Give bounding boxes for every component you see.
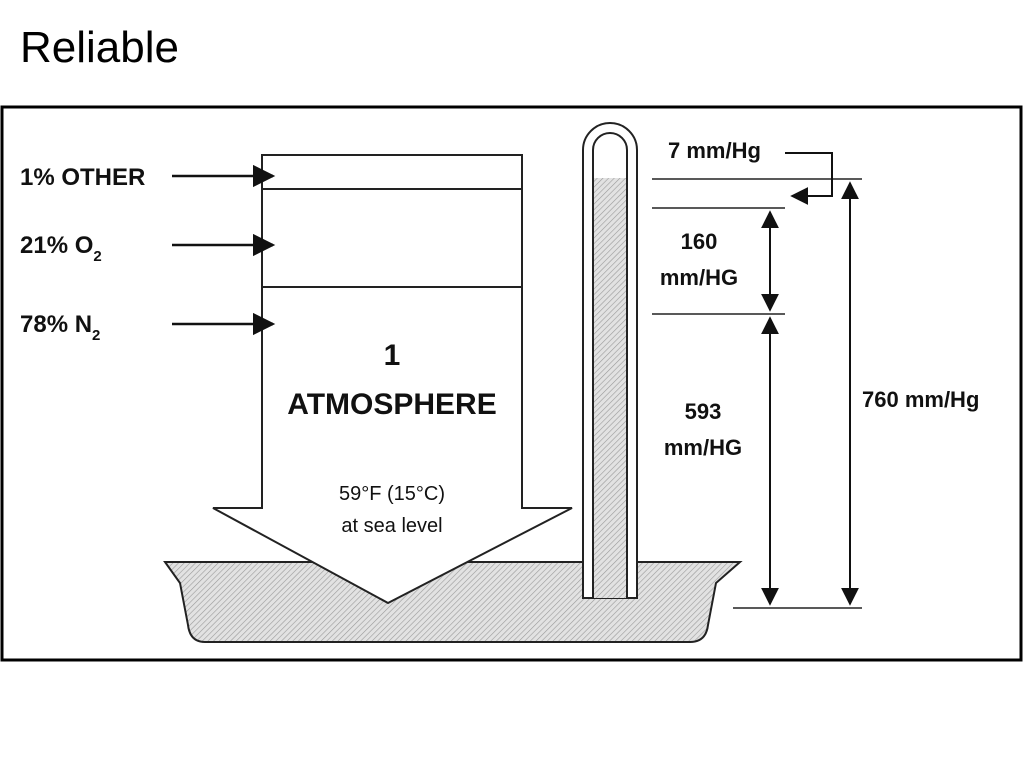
atmosphere-arrow	[212, 154, 573, 605]
pressure-nitrogen-line1: 593	[685, 399, 722, 424]
mercury-dish	[163, 561, 743, 643]
pressure-oxygen-line1: 160	[681, 229, 718, 254]
pressure-total-label: 760 mm/Hg	[862, 387, 979, 412]
barometer-tube-inner	[592, 132, 628, 598]
temperature-line2: at sea level	[341, 515, 442, 537]
other-pressure-leader	[785, 152, 833, 205]
temperature-line1: 59°F (15°C)	[339, 483, 445, 505]
label-nitrogen: 78% N2	[20, 311, 100, 344]
pressure-oxygen-line2: mm/HG	[660, 265, 738, 290]
pressure-other-label: 7 mm/Hg	[668, 138, 761, 163]
atmosphere-line1: 1	[384, 339, 401, 372]
atmosphere-line2: ATMOSPHERE	[287, 388, 496, 421]
label-other: 1% OTHER	[20, 164, 145, 191]
mercury-column	[594, 178, 626, 598]
pressure-nitrogen-line2: mm/HG	[664, 435, 742, 460]
slide-title: Reliable	[20, 23, 179, 72]
label-oxygen: 21% O2	[20, 232, 102, 265]
